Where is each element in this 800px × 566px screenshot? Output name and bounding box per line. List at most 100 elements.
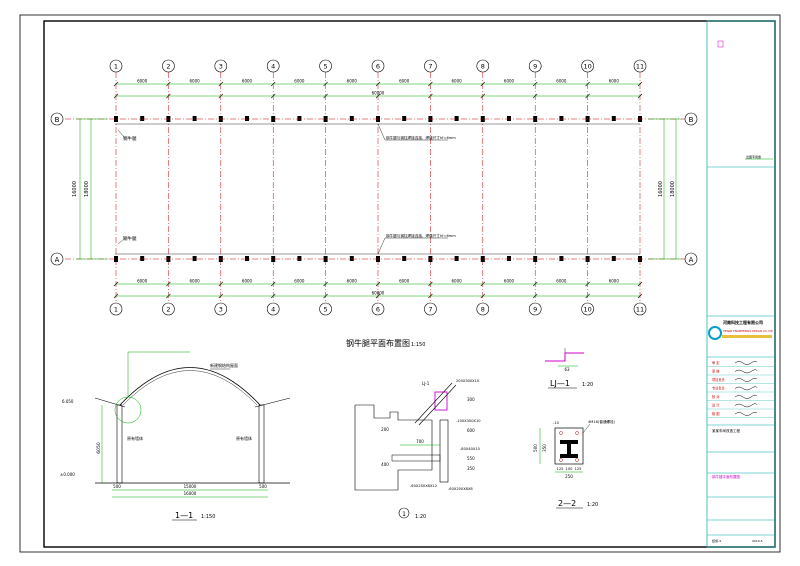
note-leader-top (377, 123, 386, 141)
bay-dim-label: 6000 (452, 79, 463, 84)
right-dim-text-2: 18000 (670, 181, 676, 197)
bay-dim-label: 6000 (347, 279, 358, 284)
axis-label-top-6: 6 (376, 63, 380, 71)
right-wall-label: 原有墙体 (236, 435, 252, 441)
purlin-mark-A-10 (611, 256, 616, 261)
tb-project: 某某车间改造工程 (712, 428, 740, 433)
axis-bubble-left-A (50, 252, 64, 266)
purlin-mark-B-4 (297, 116, 302, 121)
detail-1-scale: 1:20 (415, 514, 426, 520)
axis-label-top-3: 3 (219, 63, 223, 71)
axis-label-top-5: 5 (324, 63, 328, 71)
bracket-label-bottom: 钢牛腿 (123, 235, 137, 242)
bay-dim-label: 6000 (556, 279, 567, 284)
bolt-1 (559, 431, 563, 435)
role-label: 项目负责 (712, 377, 725, 382)
purlin-mark-B-3 (245, 116, 249, 121)
section-dim-left: 500 (113, 484, 121, 489)
i-beam-web (567, 444, 571, 454)
section-1-1-title: 1—1 (175, 511, 193, 520)
detail-label-plate5: -60X200X8X8 (448, 487, 473, 491)
axis-bubble-right-B (684, 112, 698, 126)
axis-label-top-11: 11 (636, 63, 644, 71)
tb-date: 2019.5 (752, 539, 763, 543)
detail-lj1: 63 LJ—1 1:20 (545, 348, 593, 389)
column-B-4 (271, 116, 276, 122)
axis-label-right-B: B (689, 116, 694, 124)
axis-label-bottom-3: 3 (219, 306, 223, 314)
bay-dim-label: 6000 (294, 79, 305, 84)
purlin-mark-A-6 (402, 256, 407, 261)
column-A-8 (480, 256, 485, 262)
detail-2-2-scale: 1:20 (587, 502, 598, 508)
column-B-8 (480, 116, 485, 122)
axis-bubble-bottom-9 (528, 302, 542, 316)
bolt-3 (559, 458, 563, 462)
purlin-mark-A-1 (140, 256, 145, 261)
axis-bubble-right-A (684, 252, 698, 266)
purlin-mark-A-2 (192, 256, 197, 261)
tb-stamp-note: 出图专用章 (746, 154, 761, 159)
column-B-1 (114, 116, 118, 122)
axis-label-bottom-2: 2 (166, 306, 170, 314)
detail-label-lj1: LJ-1 (422, 381, 430, 386)
axis-bubble-top-5 (319, 59, 332, 73)
arch-label: 新建钢结构屋面 (210, 362, 238, 368)
plate-2-2-label: -10 (553, 421, 560, 425)
axis-bubble-top-7 (424, 59, 437, 73)
detail-base-plate (391, 454, 441, 462)
axis-bubble-top-2 (162, 59, 175, 73)
detail-1-bubble (398, 507, 410, 519)
bay-dim-label: 6000 (242, 79, 253, 84)
purlin-mark-A-9 (559, 256, 564, 261)
axis-label-bottom-11: 11 (636, 306, 644, 314)
column-B-5 (323, 116, 328, 122)
bolt-2 (575, 431, 579, 435)
lj1-dim: 63 (564, 367, 570, 372)
signature-scribble (734, 360, 758, 365)
purlin-mark-B-2 (192, 116, 197, 121)
bolt-label: 4M16(普通螺栓) (588, 419, 616, 424)
bay-dim-label: 6000 (137, 279, 148, 284)
axis-bubble-left-B (50, 112, 64, 126)
bay-dim-label: 6000 (137, 79, 148, 84)
bolt-4 (575, 458, 579, 462)
detail-callout-circle (114, 396, 142, 424)
section-1-1: 新建钢结构屋面 原有墙体 原有墙体 6050 6.050 ±0.000 500 … (60, 351, 291, 521)
axis-bubble-bottom-2 (162, 302, 175, 316)
axis-label-bottom-4: 4 (271, 306, 275, 314)
dim-2-2-500: 500 (533, 444, 538, 452)
detail-label-550: 550 (467, 456, 475, 461)
purlin-mark-B-8 (507, 116, 511, 121)
axis-bubble-bottom-10 (581, 302, 594, 316)
detail-label-700: 700 (416, 439, 424, 444)
detail-column (439, 419, 449, 483)
elev-top: 6.050 (62, 399, 74, 404)
purlin-mark-A-3 (245, 256, 249, 261)
company-logo (708, 326, 722, 340)
detail-label-200: 200 (381, 427, 389, 432)
bay-dim-label: 6000 (452, 279, 463, 284)
axis-label-top-8: 8 (481, 63, 485, 71)
purlin-mark-B-1 (140, 116, 145, 121)
signature-scribble (734, 394, 758, 399)
axis-label-bottom-7: 7 (428, 306, 432, 314)
bay-dim-label: 6000 (347, 79, 358, 84)
bracket-leader-bottom (117, 237, 126, 245)
purlin-mark-A-7 (454, 256, 459, 261)
axis-label-top-4: 4 (271, 63, 275, 71)
axis-bubble-top-3 (214, 59, 228, 73)
detail-2-2-title: 2—2 (558, 499, 576, 508)
axis-label-bottom-10: 10 (583, 306, 591, 314)
total-dim-label: 60000 (372, 91, 385, 96)
lj1-profile (545, 352, 584, 362)
bracket-label-top: 钢牛腿 (123, 135, 137, 142)
left-column (116, 404, 123, 484)
column-A-1 (114, 256, 118, 262)
section-height-dim: 6050 (96, 442, 102, 454)
axis-bubble-top-8 (476, 59, 490, 73)
